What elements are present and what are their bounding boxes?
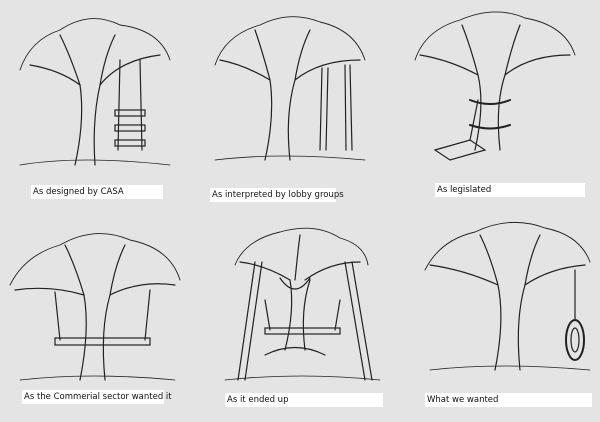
caption-designed-by-casa: As designed by CASA	[31, 185, 163, 199]
swing-ladder	[114, 59, 146, 151]
tree-panel-designed	[19, 18, 171, 166]
swing-bench	[54, 289, 151, 346]
swing-propped	[237, 261, 373, 381]
swing-seat-on-ground	[433, 99, 487, 161]
caption-commercial-sector: As the Commerial sector wanted it	[22, 390, 172, 404]
caption-interpreted-by-lobby-groups: As interpreted by lobby groups	[210, 188, 344, 202]
caption-as-legislated: As legislated	[435, 183, 585, 197]
tree-panel-commercial	[9, 233, 181, 381]
tree-panel-wanted	[424, 221, 591, 371]
caption-what-we-wanted: What we wanted	[425, 393, 592, 407]
swing-ropes-only	[319, 64, 353, 151]
caption-as-it-ended-up: As it ended up	[225, 393, 383, 407]
tree-panel-ended-up	[224, 227, 381, 381]
tree-panel-interpreted	[214, 16, 366, 161]
swing-tyre	[565, 269, 585, 361]
tree-panel-legislated	[414, 11, 576, 161]
